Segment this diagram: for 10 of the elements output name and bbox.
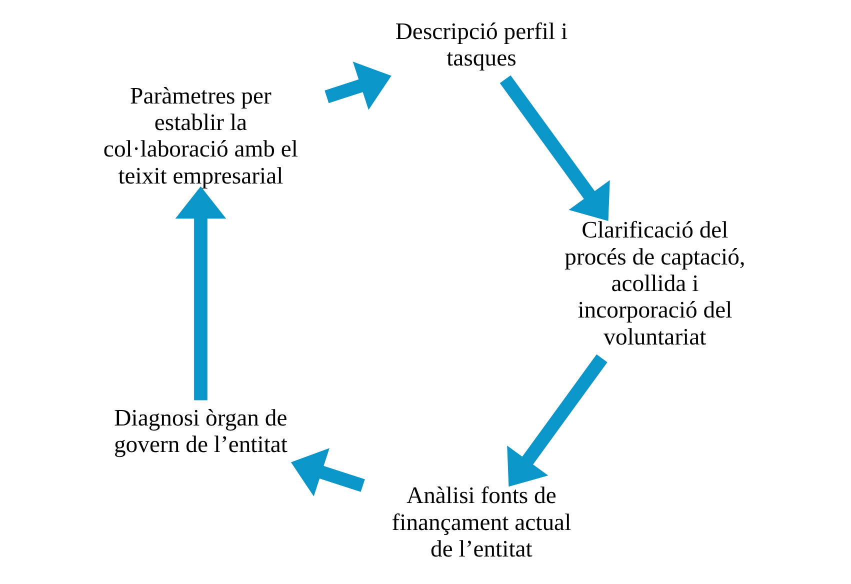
node-text: Paràmetres per establir la col·laboració amb el teixit empresarial <box>102 83 298 190</box>
node-text: Descripció perfil i tasques <box>394 18 568 72</box>
node-text: Clarificació del procés de captació, acollida i incorporació del voluntariat <box>564 218 745 350</box>
arrow <box>506 354 607 487</box>
node-text: Diagnosi òrgan de govern de l’entitat <box>113 405 287 458</box>
arrow <box>290 448 364 496</box>
node-text: Anàlisi fonts de finançament actual de l’entitat <box>391 483 571 562</box>
arrow <box>324 62 391 110</box>
arrow <box>174 186 226 400</box>
arrow <box>499 75 610 222</box>
